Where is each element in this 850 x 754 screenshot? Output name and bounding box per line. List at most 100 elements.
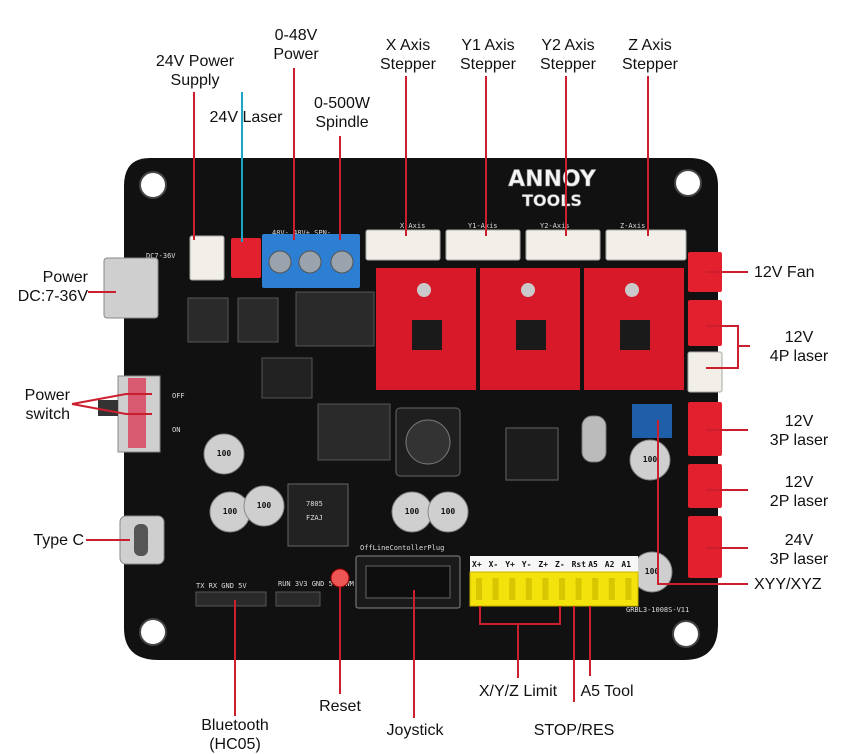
z-axis-connector	[605, 229, 687, 261]
silk-7805: 7805	[306, 500, 323, 508]
mosfet	[317, 403, 391, 461]
limit-pin-label: Z-	[555, 560, 565, 569]
svg-text:TOOLS: TOOLS	[522, 191, 582, 210]
limit-pin-label: X+	[472, 560, 482, 569]
capacitor: 100	[203, 433, 245, 475]
svg-text:100: 100	[405, 507, 420, 516]
stepper-driver-x	[376, 268, 476, 390]
limit-pin-label: Y+	[505, 560, 515, 569]
laser-12v-2p-connector	[688, 464, 722, 508]
label-a5-tool: A5 Tool	[580, 683, 634, 700]
silk-x-axis: X-Axis	[400, 222, 425, 230]
mount-hole	[674, 169, 702, 197]
limit-pin-label: Y-	[522, 560, 532, 569]
silk-z-axis: Z-Axis	[620, 222, 645, 230]
label-type-c: Type C	[33, 532, 84, 549]
capacitor: 100	[391, 491, 433, 533]
bluetooth-header	[195, 591, 267, 607]
mount-hole	[139, 171, 167, 199]
limit-pin-label: A1	[621, 560, 631, 569]
crystal	[581, 415, 607, 463]
usb-type-c-slot	[134, 524, 148, 556]
ic-chip	[261, 357, 313, 399]
stepper-driver-y2	[584, 268, 684, 390]
capacitor: 100	[243, 485, 285, 527]
svg-text:100: 100	[643, 455, 658, 464]
svg-text:ANNOY: ANNOY	[508, 167, 597, 192]
silk-fzaj: FZAJ	[306, 514, 323, 522]
label-reset: Reset	[319, 698, 361, 715]
limit-pin	[592, 578, 599, 600]
fan-12v-connector	[688, 252, 722, 292]
silk-dc: DC7-36V	[146, 252, 176, 260]
silk-run-pins: RUN 3V3 GND 5V PWM	[278, 580, 354, 588]
laser-24v-connector	[231, 238, 261, 278]
mcu-chip	[505, 427, 559, 481]
limit-pin	[559, 578, 565, 600]
y2-axis-connector	[525, 229, 601, 261]
label-xyy-xyz: XYY/XYZ	[754, 576, 822, 593]
laser-12v-3p-connector	[688, 402, 722, 456]
mosfet	[295, 291, 375, 347]
silk-bt-pins: TX RX GND 5V	[196, 582, 247, 590]
svg-text:100: 100	[441, 507, 456, 516]
capacitor: 100	[209, 491, 251, 533]
silk-y1-axis: Y1-Axis	[468, 222, 498, 230]
svg-text:100: 100	[645, 567, 660, 576]
y1-axis-connector	[445, 229, 521, 261]
limit-pin	[509, 578, 516, 600]
inductor-core	[405, 419, 451, 465]
svg-text:100: 100	[257, 501, 272, 510]
limit-pin-label: Z+	[538, 560, 548, 569]
silk-terminal: 48V- 48V+ SPN-	[272, 229, 331, 237]
laser-12v-4p-connector-b	[687, 351, 723, 393]
svg-text:100: 100	[217, 449, 232, 458]
laser-24v-3p-connector	[688, 516, 722, 578]
capacitor: 100	[427, 491, 469, 533]
capacitor: 100	[629, 439, 671, 481]
limit-pin	[608, 578, 615, 600]
limit-pin	[542, 578, 549, 600]
mount-hole	[672, 620, 700, 648]
limit-pin-label: A2	[605, 560, 615, 569]
jumper-block	[632, 404, 672, 438]
x-axis-connector	[365, 229, 441, 261]
silk-board-id: GRBL3-1008S-V11	[626, 606, 689, 614]
silk-on: ON	[172, 426, 180, 434]
label-joystick: Joystick	[386, 722, 444, 739]
limit-pin	[476, 578, 482, 600]
dc-power-jack	[103, 257, 159, 319]
svg-text:100: 100	[223, 507, 238, 516]
callout-lines	[71, 68, 750, 718]
limit-pin-label: A5	[588, 560, 598, 569]
silk-y2-axis: Y2-Axis	[540, 222, 570, 230]
limit-pin	[575, 578, 582, 600]
silk-offline-plug: OffLineContollerPlug	[360, 544, 444, 552]
regulator	[187, 297, 229, 343]
stepper-driver-y1	[480, 268, 580, 390]
limit-pin-label: X-	[489, 560, 499, 569]
run-header	[275, 591, 321, 607]
joystick-port	[355, 555, 461, 609]
label-24v-laser: 24V Laser	[209, 109, 283, 126]
reset-button	[330, 568, 350, 588]
limit-pin	[492, 578, 499, 600]
silk-off: OFF	[172, 392, 185, 400]
limit-pin	[525, 578, 532, 600]
limit-pin	[625, 578, 632, 600]
regulator	[237, 297, 279, 343]
